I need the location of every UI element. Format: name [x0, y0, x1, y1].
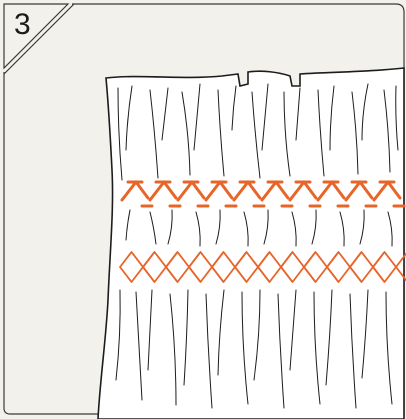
fabric-outline — [98, 68, 404, 419]
step-badge: 3 — [4, 4, 74, 74]
step-number: 3 — [14, 8, 31, 41]
